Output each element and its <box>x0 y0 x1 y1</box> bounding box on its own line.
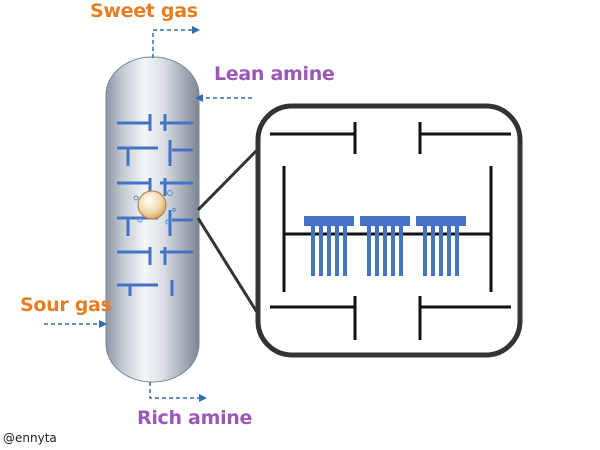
author-credit: @ennyta <box>3 431 57 445</box>
sweet-gas-arrow <box>152 26 200 58</box>
sweet-gas-label: Sweet gas <box>90 0 198 22</box>
column-trays <box>117 114 193 296</box>
rich-amine-label: Rich amine <box>137 407 253 429</box>
column-tray-2 <box>117 140 193 166</box>
gas-bubble <box>133 190 176 225</box>
column-tray-6 <box>117 280 174 296</box>
column-tray-1 <box>117 114 193 131</box>
column-tray-4 <box>117 210 193 236</box>
column-tray-5 <box>117 247 193 265</box>
bubble-cap-1 <box>304 216 354 276</box>
bubble-caps <box>304 216 466 276</box>
rich-amine-arrow <box>149 382 207 402</box>
zoom-panel <box>255 103 523 358</box>
lean-amine-label: Lean amine <box>214 63 335 85</box>
bubble-cap-3 <box>416 216 466 276</box>
flow-arrows <box>44 26 252 402</box>
column-tray-3 <box>117 178 193 196</box>
zoom-connectors <box>196 145 262 318</box>
bubble-cap-2 <box>360 216 410 276</box>
sour-gas-label: Sour gas <box>20 294 112 316</box>
